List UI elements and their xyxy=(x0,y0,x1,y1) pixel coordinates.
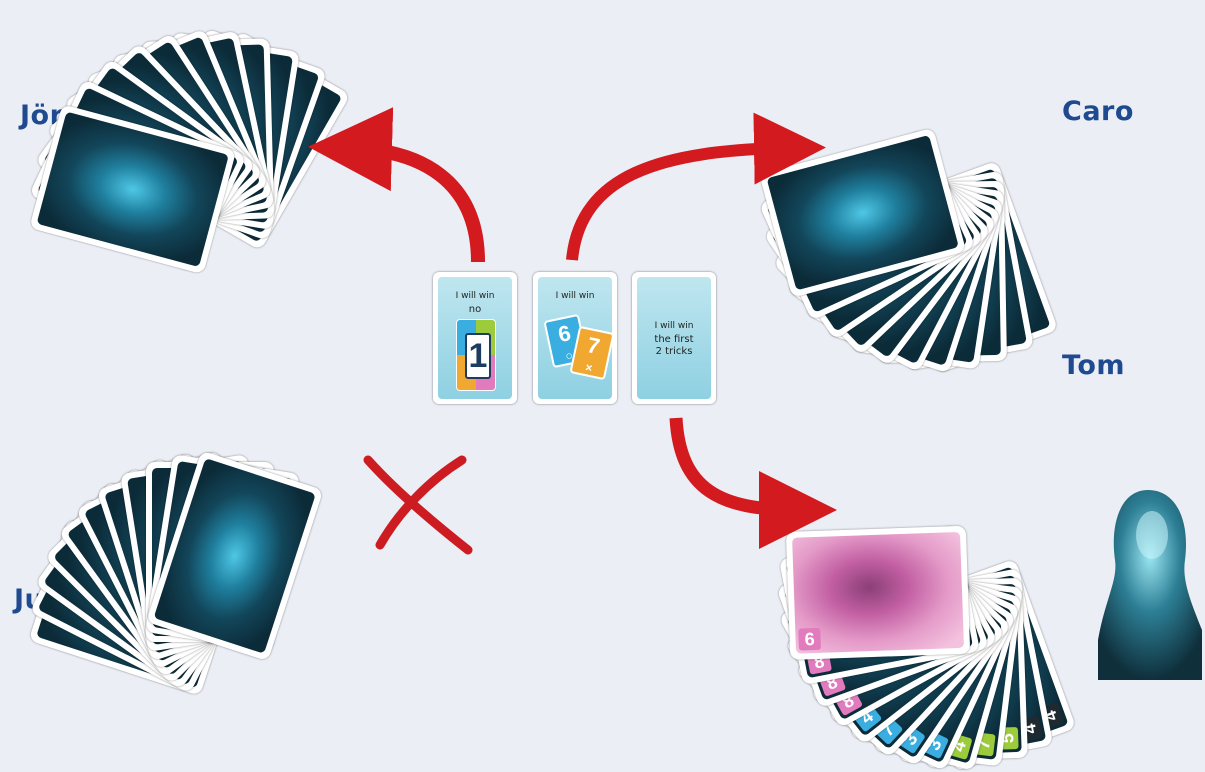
arrow-to-jorn xyxy=(308,107,485,263)
color-quadrant: 1 xyxy=(456,319,496,391)
task-text-line3: 2 tricks xyxy=(655,346,693,357)
mini-card-6-value: 6 xyxy=(555,320,574,348)
card-rank: 6 xyxy=(798,627,822,651)
task-text-line2: the first xyxy=(654,334,694,345)
player-name-tom: Tom xyxy=(1062,350,1126,381)
pawn-figure xyxy=(1098,490,1202,680)
arrow-to-tom xyxy=(669,417,837,549)
number-one: 1 xyxy=(465,333,491,379)
task-card-no-1[interactable]: I will win no 1 xyxy=(433,272,517,404)
task-card-6-7[interactable]: I will win 6 ○ 7 × xyxy=(533,272,617,404)
task-text-line2: no xyxy=(468,304,482,315)
task-card-first-2-tricks[interactable]: I will win the first 2 tricks xyxy=(632,272,716,404)
task-text-line1: I will win xyxy=(654,321,694,331)
mini-card-7-value: 7 xyxy=(584,332,603,360)
cross-icon xyxy=(363,455,473,555)
player-name-caro: Caro xyxy=(1062,96,1134,127)
hand-card[interactable]: 6 xyxy=(785,525,971,660)
arrow-to-caro xyxy=(566,112,826,261)
task-text-line1: I will win xyxy=(455,291,495,301)
task-text-line1: I will win xyxy=(555,291,595,301)
cross-small-icon: × xyxy=(583,360,594,376)
